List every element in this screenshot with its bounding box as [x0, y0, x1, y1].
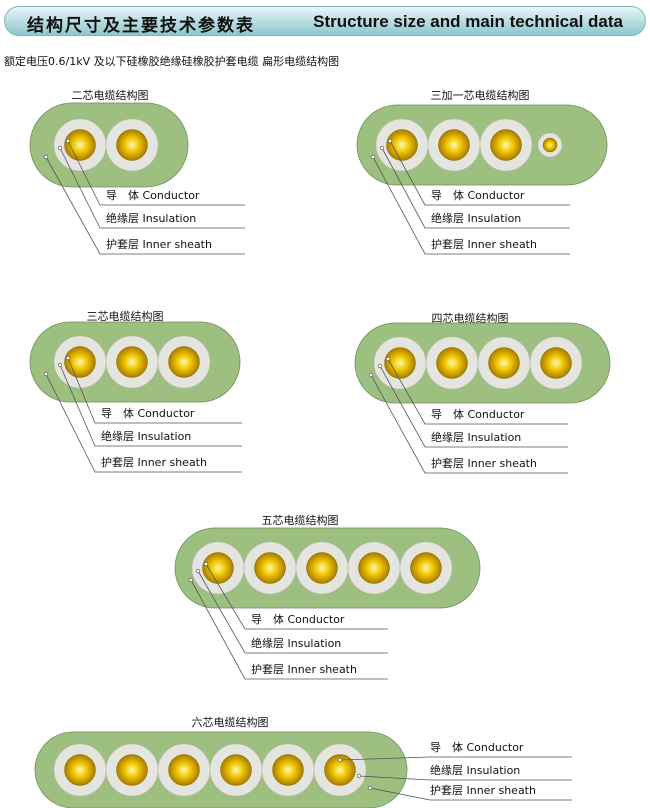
leader-dot-insulation [57, 145, 63, 151]
label-conductor: 导 体 Conductor [251, 612, 345, 626]
core-conductor [64, 346, 96, 378]
core-conductor [116, 346, 148, 378]
core-conductor [436, 347, 468, 379]
core-conductor [168, 754, 200, 786]
small-core-conductor [542, 137, 558, 153]
header-title-cn: 结构尺寸及主要技术参数表 [27, 16, 255, 36]
leader-dot-insulation [379, 145, 385, 151]
leader-dot-conductor [65, 355, 71, 361]
leader-line-conductor [67, 357, 242, 424]
leader-dot-sheath [368, 372, 374, 378]
subtitle: 额定电压0.6/1kV 及以下硅橡胶绝缘硅橡胶护套电缆 扁形电缆结构图 [4, 55, 340, 68]
label-insulation: 绝缘层 Insulation [431, 211, 521, 225]
leader-line-sheath [45, 373, 242, 473]
leader-line-insulation [379, 365, 568, 448]
leader-line-sheath [190, 579, 388, 680]
leader-dot-conductor [387, 138, 393, 144]
leader-dot-insulation [57, 362, 63, 368]
core-conductor [168, 346, 200, 378]
diagram-title: 三加一芯电缆结构图 [431, 88, 530, 102]
core-conductor [220, 754, 252, 786]
leader-line-insulation [59, 147, 245, 229]
core-conductor [386, 129, 418, 161]
label-insulation: 绝缘层 Insulation [251, 636, 341, 650]
leader-line-sheath [369, 787, 572, 801]
core-conductor [410, 552, 442, 584]
label-sheath: 护套层 Inner sheath [430, 783, 536, 797]
leader-dot-insulation [377, 363, 383, 369]
core-conductor [272, 754, 304, 786]
leader-dot-conductor [337, 757, 343, 763]
label-sheath: 护套层 Inner sheath [431, 456, 537, 470]
core-conductor [116, 129, 148, 161]
core-conductor [254, 552, 286, 584]
leader-dot-sheath [43, 154, 49, 160]
core-conductor [488, 347, 520, 379]
core-conductor [324, 754, 356, 786]
leader-dot-conductor [65, 138, 71, 144]
diagram-title: 六芯电缆结构图 [192, 715, 269, 729]
leader-line-insulation [197, 570, 388, 654]
leader-line-sheath [370, 374, 568, 474]
core-conductor [490, 129, 522, 161]
leader-line-insulation [381, 147, 570, 229]
core-conductor [438, 129, 470, 161]
leader-line-conductor [387, 358, 568, 425]
leader-line-conductor [205, 563, 388, 630]
diagram-title: 三芯电缆结构图 [87, 309, 164, 323]
label-sheath: 护套层 Inner sheath [431, 237, 537, 251]
label-sheath: 护套层 Inner sheath [106, 237, 212, 251]
leader-line-conductor [389, 140, 570, 206]
leader-dot-insulation [195, 568, 201, 574]
leader-dot-conductor [203, 561, 209, 567]
leader-dot-sheath [188, 577, 194, 583]
header-title-en: Structure size and main technical data [313, 12, 623, 31]
leader-dot-sheath [43, 371, 49, 377]
label-insulation: 绝缘层 Insulation [101, 429, 191, 443]
core-conductor [202, 552, 234, 584]
core-conductor [540, 347, 572, 379]
core-conductor [306, 552, 338, 584]
core-conductor [358, 552, 390, 584]
diagram-title: 五芯电缆结构图 [262, 513, 339, 527]
leader-dot-sheath [370, 154, 376, 160]
core-conductor [384, 347, 416, 379]
leader-dot-conductor [385, 356, 391, 362]
leader-line-insulation [358, 775, 572, 781]
leader-line-conductor [339, 756, 572, 761]
label-sheath: 护套层 Inner sheath [251, 662, 357, 676]
label-sheath: 护套层 Inner sheath [101, 455, 207, 469]
label-conductor: 导 体 Conductor [106, 188, 200, 202]
label-conductor: 导 体 Conductor [431, 407, 525, 421]
label-conductor: 导 体 Conductor [101, 406, 195, 420]
leader-line-sheath [45, 156, 245, 255]
leader-line-conductor [67, 140, 245, 206]
label-insulation: 绝缘层 Insulation [106, 211, 196, 225]
diagram-title: 四芯电缆结构图 [432, 311, 509, 325]
header-bar: 结构尺寸及主要技术参数表 Structure size and main tec… [4, 6, 646, 36]
diagram-title: 二芯电缆结构图 [72, 88, 149, 102]
label-conductor: 导 体 Conductor [430, 740, 524, 754]
core-conductor [116, 754, 148, 786]
leader-line-sheath [372, 156, 570, 255]
core-conductor [64, 754, 96, 786]
label-insulation: 绝缘层 Insulation [430, 763, 520, 777]
label-insulation: 绝缘层 Insulation [431, 430, 521, 444]
leader-dot-sheath [367, 785, 373, 791]
core-conductor [64, 129, 96, 161]
leader-line-insulation [59, 364, 242, 447]
leader-dot-insulation [356, 773, 362, 779]
label-conductor: 导 体 Conductor [431, 188, 525, 202]
